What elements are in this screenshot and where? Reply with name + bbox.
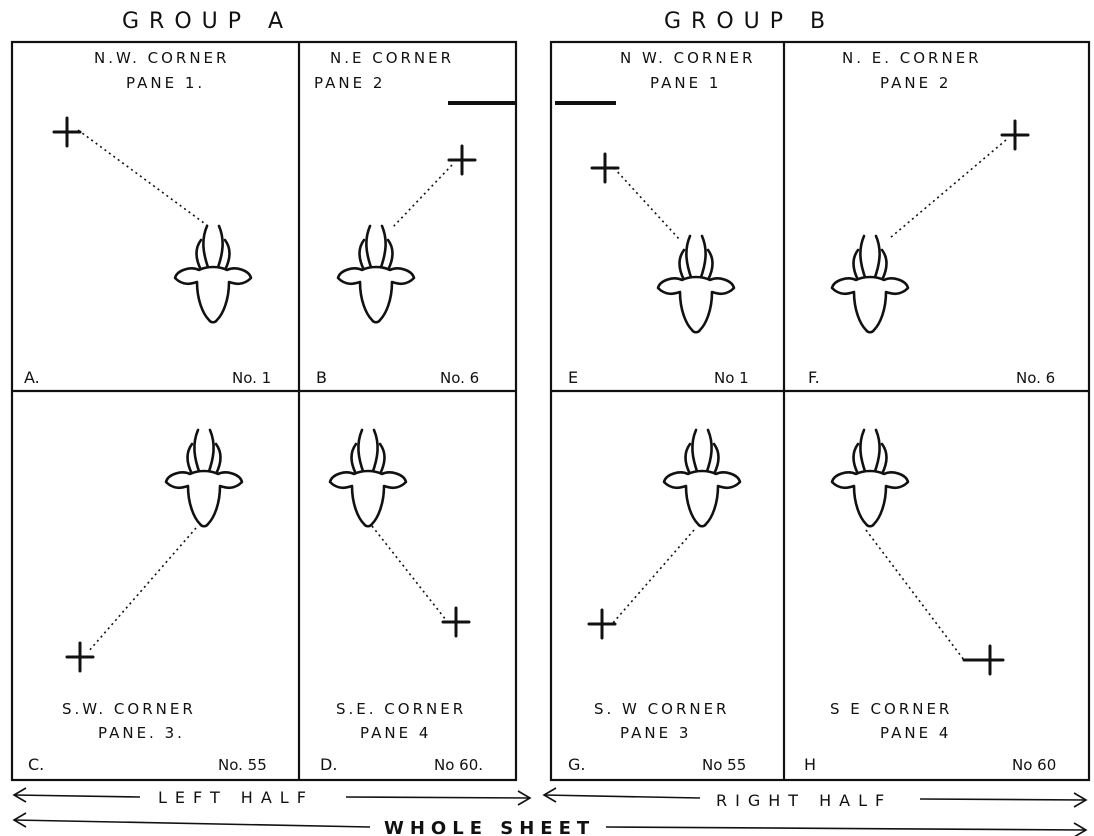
cross-mark-icon — [65, 641, 95, 673]
pane-b-corner-letter: B — [316, 368, 327, 387]
pane-d: S.E. CORNER PANE 4 D. No 60. — [320, 428, 483, 774]
cross-mark-icon — [447, 144, 477, 176]
pane-g-heading: S. W CORNER — [594, 700, 729, 718]
antelope-head-icon — [662, 428, 742, 528]
pane-c-corner-letter: C. — [28, 755, 44, 774]
antelope-head-icon — [164, 428, 244, 528]
pane-c: S.W. CORNER PANE. 3. C. No. 55 — [28, 428, 267, 774]
cross-mark-icon — [441, 606, 471, 638]
antelope-head-icon — [830, 428, 910, 528]
group-b-frame — [549, 40, 1091, 782]
pane-h: S E CORNER PANE 4 H No 60 — [804, 428, 1056, 774]
pane-b-stamp-number: No. 6 — [440, 369, 479, 387]
cross-mark-icon — [587, 608, 617, 640]
pane-a-corner-letter: A. — [24, 368, 40, 387]
pane-e-subheading: PANE 1 — [650, 74, 721, 92]
cross-mark-icon — [590, 152, 620, 184]
whole-sheet-measure: WHOLE SHEET — [12, 812, 1088, 836]
pane-d-corner-letter: D. — [320, 755, 337, 774]
pane-d-stamp-number: No 60. — [434, 756, 483, 774]
right-half-measure: RIGHT HALF — [542, 787, 1088, 810]
pane-a-heading: N.W. CORNER — [94, 49, 229, 67]
pane-h-heading: S E CORNER — [830, 700, 952, 718]
left-half-measure: LEFT HALF — [12, 787, 532, 807]
antelope-head-icon — [830, 234, 910, 334]
pane-e-heading: N W. CORNER — [620, 49, 755, 67]
cross-mark-icon — [1000, 119, 1030, 151]
group-a-frame — [10, 40, 518, 782]
cross-mark-icon — [52, 116, 82, 148]
antelope-head-icon — [656, 234, 736, 334]
pane-b-heading: N.E CORNER — [330, 49, 454, 67]
right-half-label: RIGHT HALF — [716, 791, 892, 810]
pane-f-heading: N. E. CORNER — [842, 49, 982, 67]
pane-h-corner-letter: H — [804, 755, 816, 774]
pane-g-subheading: PANE 3 — [620, 724, 691, 742]
pane-c-heading: S.W. CORNER — [62, 700, 196, 718]
pane-f-corner-letter: F. — [808, 368, 820, 387]
pane-a-subheading: PANE 1. — [126, 74, 205, 92]
pane-e-stamp-number: No 1 — [714, 369, 749, 387]
pane-b: N.E CORNER PANE 2 B No. 6 — [314, 49, 479, 387]
pane-b-subheading: PANE 2 — [314, 74, 385, 92]
pane-g: S. W CORNER PANE 3 G. No 55 — [568, 428, 746, 774]
pane-e-corner-letter: E — [568, 368, 578, 387]
pane-f-subheading: PANE 2 — [880, 74, 951, 92]
pane-a: N.W. CORNER PANE 1. A. No. 1 — [24, 49, 271, 387]
pane-e: N W. CORNER PANE 1 E No 1 — [568, 49, 755, 387]
whole-sheet-label: WHOLE SHEET — [384, 818, 595, 836]
pane-g-stamp-number: No 55 — [702, 756, 746, 774]
pane-f: N. E. CORNER PANE 2 F. No. 6 — [808, 49, 1055, 387]
pane-h-subheading: PANE 4 — [880, 724, 951, 742]
pane-c-stamp-number: No. 55 — [218, 756, 267, 774]
pane-c-subheading: PANE. 3. — [98, 724, 185, 742]
group-a-title: GROUP A — [122, 9, 293, 34]
left-half-label: LEFT HALF — [158, 788, 314, 807]
pane-a-stamp-number: No. 1 — [232, 369, 271, 387]
pane-h-stamp-number: No 60 — [1012, 756, 1056, 774]
antelope-head-icon — [328, 428, 408, 528]
antelope-head-icon — [173, 224, 253, 324]
pane-d-heading: S.E. CORNER — [336, 700, 466, 718]
pane-g-corner-letter: G. — [568, 755, 585, 774]
pane-d-subheading: PANE 4 — [360, 724, 431, 742]
group-b-title: GROUP B — [664, 9, 835, 34]
pane-f-stamp-number: No. 6 — [1016, 369, 1055, 387]
antelope-head-icon — [336, 224, 416, 324]
